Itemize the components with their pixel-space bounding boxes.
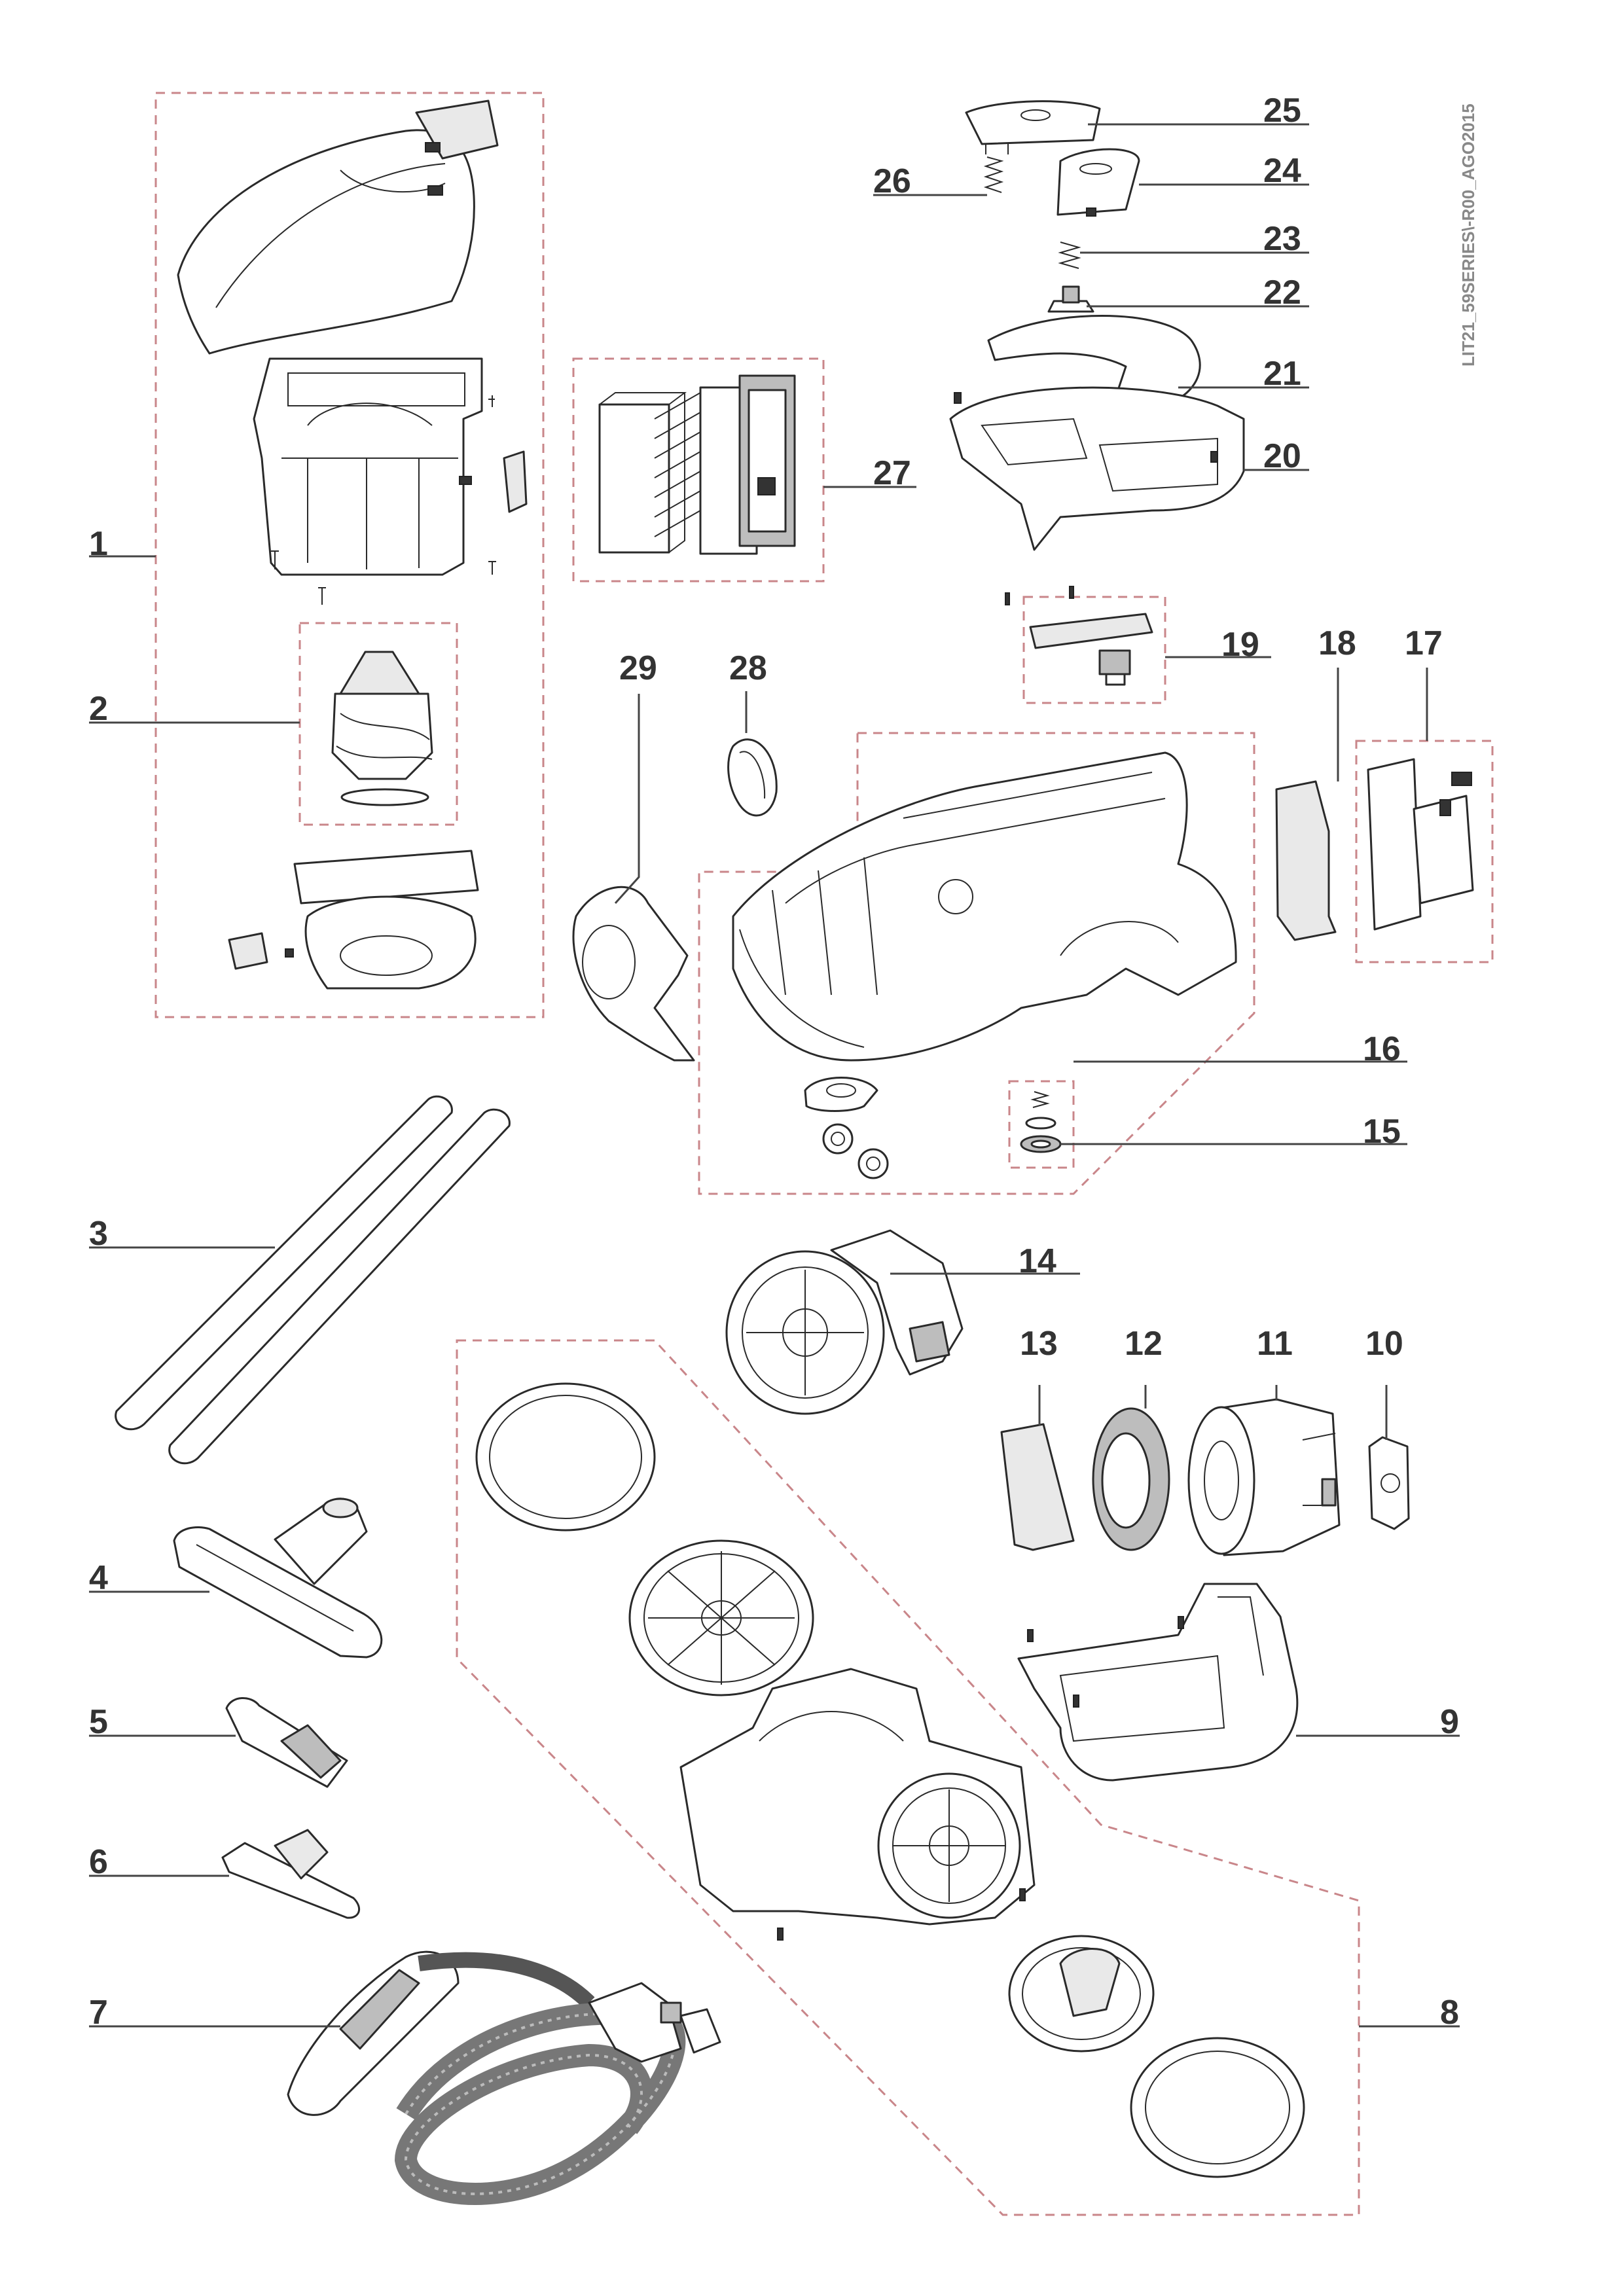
callout-15: 15 (1363, 1113, 1401, 1151)
part-6-upholstery-tool (221, 1829, 361, 1919)
callout-27: 27 (873, 454, 911, 492)
part-3-extension-tubes (115, 1095, 511, 1465)
part-21-carry-handle (987, 315, 1201, 407)
callout-3: 3 (89, 1215, 108, 1253)
part-8-filter-frame (1008, 1935, 1155, 2053)
part-12-motor-gasket (1092, 1407, 1170, 1551)
callout-19: 19 (1221, 626, 1259, 664)
part-19-power-switch (1005, 586, 1153, 686)
group-frame-17 (1355, 740, 1494, 963)
part-13-pre-motor-foam (1000, 1423, 1075, 1551)
part-18-filter-pad (1275, 780, 1337, 941)
part-1-cyclone-container-assembly (177, 99, 528, 605)
part-8-motor-cradle (679, 1668, 1036, 1941)
group-frame-2 (298, 622, 458, 826)
part-2-cyclone-cone (331, 651, 433, 806)
part-8-fan-grille (628, 1539, 814, 1696)
callout-4: 4 (89, 1559, 108, 1597)
callout-20: 20 (1263, 437, 1301, 475)
callout-numbers: 1 2 3 4 5 6 7 8 9 10 11 12 13 14 15 16 1… (89, 92, 1459, 2032)
callout-13: 13 (1020, 1325, 1058, 1363)
callout-5: 5 (89, 1703, 108, 1741)
part-8-housing-ring (475, 1382, 656, 1532)
callout-26: 26 (873, 162, 911, 200)
callout-24: 24 (1263, 152, 1301, 190)
part-28-gasket (727, 738, 778, 817)
group-frame-8 (456, 1339, 1360, 2216)
part-16-main-body (732, 751, 1237, 1062)
part-25-button-cap (965, 100, 1101, 154)
part-22-button-clip (1047, 285, 1094, 313)
part-4-floor-nozzle (173, 1498, 383, 1659)
part-1-base-plate (228, 850, 479, 990)
callout-7: 7 (89, 1994, 108, 2032)
leader-29 (614, 694, 640, 905)
callout-25: 25 (1263, 92, 1301, 130)
group-frame-27 (572, 357, 825, 583)
callout-9: 9 (1440, 1703, 1459, 1741)
callout-21: 21 (1263, 355, 1301, 393)
part-8-filter-disc (1130, 2037, 1305, 2178)
callout-17: 17 (1405, 624, 1443, 662)
callout-8: 8 (1440, 1994, 1459, 2032)
callout-18: 18 (1318, 624, 1356, 662)
part-17-control-board-holder (1367, 758, 1474, 931)
group-frame-19 (1022, 596, 1166, 704)
part-26-spring (983, 156, 1004, 193)
callout-29: 29 (619, 649, 657, 687)
part-20-top-chassis (949, 386, 1245, 551)
callout-10: 10 (1365, 1325, 1403, 1363)
group-frame-15 (1008, 1080, 1075, 1169)
callout-11: 11 (1257, 1325, 1293, 1363)
part-10-motor-end-cap (1368, 1436, 1410, 1530)
callout-22: 22 (1263, 274, 1301, 312)
part-9-motor-housing (1017, 1583, 1299, 1782)
part-24-handle-top-cover (1056, 148, 1140, 217)
callout-1: 1 (89, 525, 108, 563)
part-15-wheel-spring-washer (1020, 1091, 1062, 1153)
callout-2: 2 (89, 690, 108, 728)
callout-16: 16 (1363, 1030, 1401, 1068)
part-11-motor (1187, 1398, 1341, 1556)
callout-14: 14 (1019, 1242, 1056, 1280)
callout-23: 23 (1263, 220, 1301, 258)
callout-6: 6 (89, 1843, 108, 1881)
part-16-caster-wheels (804, 1077, 889, 1179)
leader-lines (89, 123, 1460, 2028)
part-7-hose (287, 1950, 721, 2205)
part-27-hepa-filter-set (598, 374, 796, 555)
part-14-cable-reel (725, 1229, 964, 1415)
callout-28: 28 (729, 649, 767, 687)
part-23-spring (1058, 242, 1081, 269)
part-5-crevice-tool (225, 1697, 348, 1788)
part-29-front-inlet-cover (572, 886, 695, 1062)
callout-12: 12 (1125, 1325, 1163, 1363)
group-frame-1 (154, 92, 545, 1018)
document-id: LIT21_59SERIES\-R00_AGO2015 (1458, 103, 1478, 367)
